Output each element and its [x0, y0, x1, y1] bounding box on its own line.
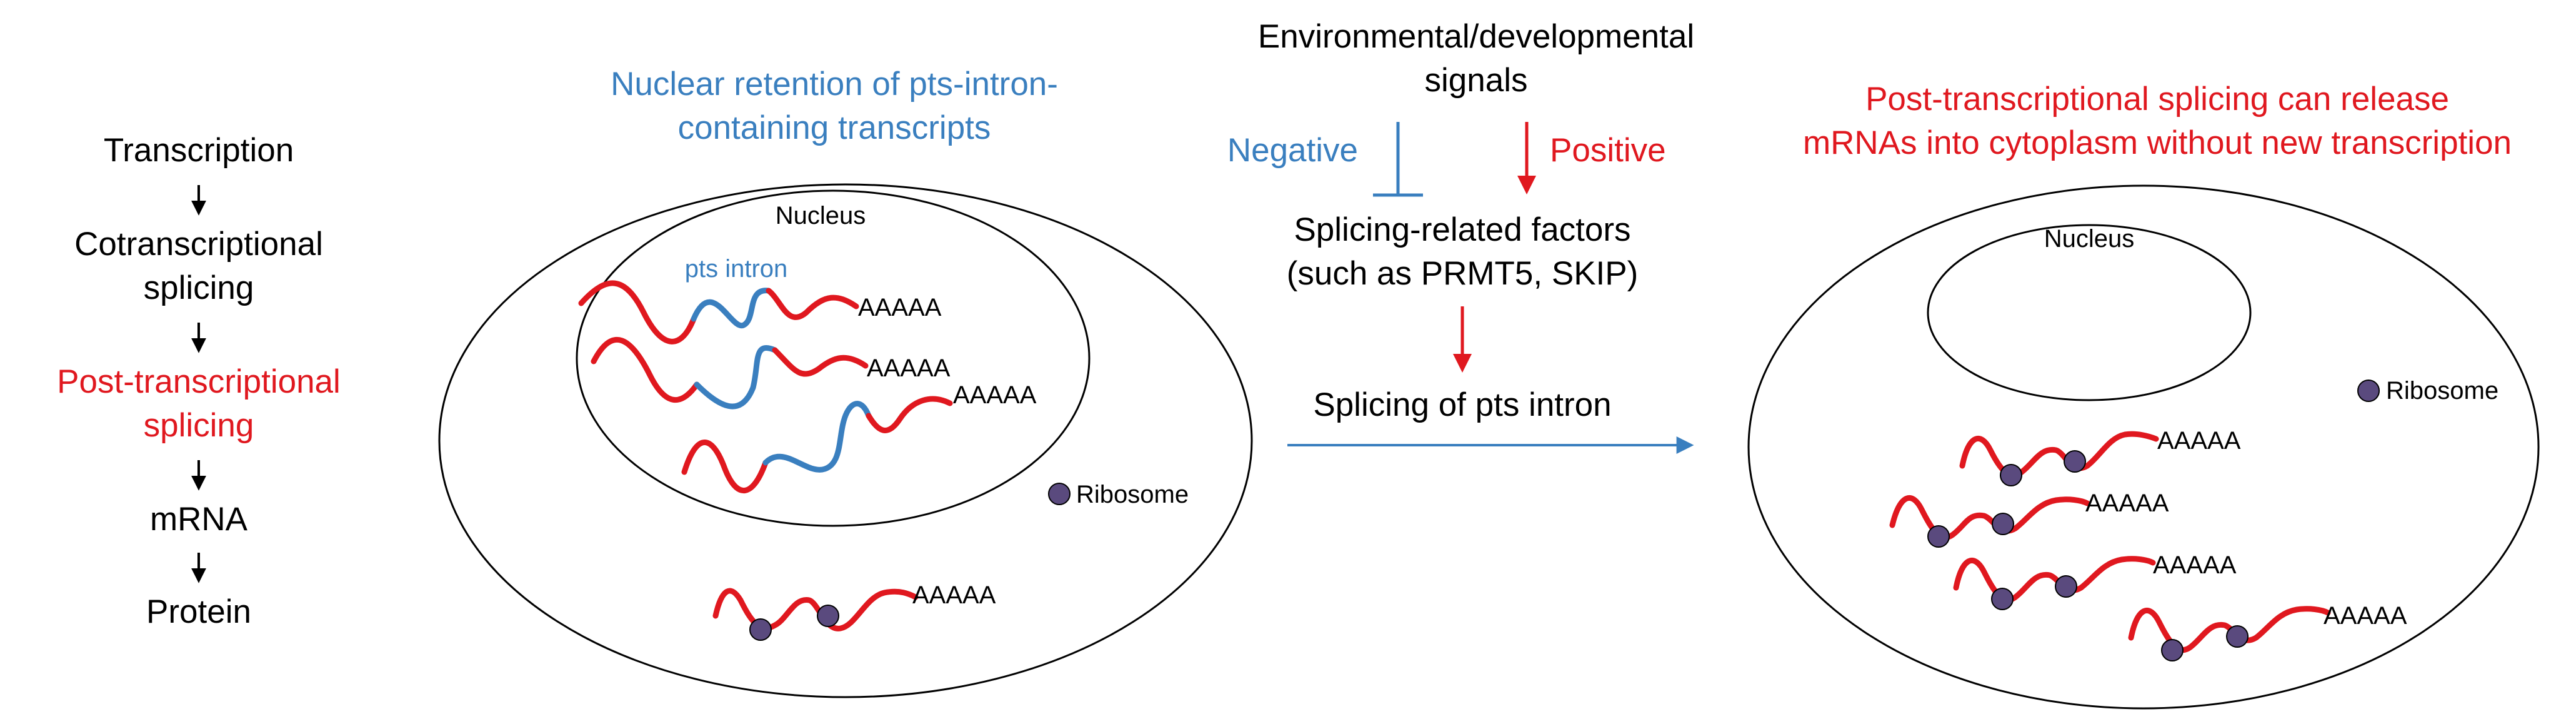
ribosome-legend-dot [1048, 483, 1071, 505]
released-mrna: AAAAA [1889, 490, 2169, 548]
polya-tail: AAAAA [953, 381, 1037, 409]
positive-label: Positive [1550, 132, 1666, 169]
ribosome [1991, 588, 2014, 610]
retained-transcript: AAAAA [591, 337, 951, 410]
ribosome-legend-dot [2357, 380, 2380, 402]
factors-label-line2: (such as PRMT5, SKIP) [1287, 255, 1639, 292]
step-post-transcriptional-splicing-line1: Post-transcriptional [57, 363, 341, 400]
released-mrna: AAAAA [1959, 427, 2241, 486]
ribosome [2000, 464, 2022, 486]
right-cell-title-line1: Post-transcriptional splicing can releas… [1865, 81, 2449, 118]
ribosome [2226, 625, 2249, 648]
left-nucleus [576, 189, 1091, 527]
step-protein: Protein [146, 593, 251, 630]
left-cell-membrane [438, 183, 1253, 698]
left-nucleus-label: Nucleus [776, 202, 866, 229]
ribosome [2055, 575, 2077, 598]
ribosome-label: Ribosome [2386, 377, 2499, 405]
right-nucleus [1927, 224, 2252, 401]
left-cell: Nuclear retention of pts-intron- contain… [438, 66, 1253, 698]
polya-tail: AAAAA [2085, 490, 2169, 517]
step-post-transcriptional-splicing-line2: splicing [144, 407, 254, 444]
polya-tail: AAAAA [2157, 427, 2241, 455]
pathway: Transcription Cotranscriptional splicing… [57, 132, 341, 630]
factors-label-line1: Splicing-related factors [1294, 211, 1630, 248]
right-cell: Post-transcriptional splicing can releas… [1747, 81, 2540, 710]
left-cell-title-line2: containing transcripts [678, 109, 991, 146]
right-nucleus-label: Nucleus [2044, 225, 2135, 253]
ribosome [749, 618, 772, 641]
negative-label: Negative [1227, 132, 1358, 169]
retained-transcript: AAAAA [578, 280, 942, 344]
left-cell-title-line1: Nuclear retention of pts-intron- [611, 66, 1058, 103]
step-mrna: mRNA [150, 501, 248, 538]
released-mrna: AAAAA [2128, 602, 2407, 661]
signals-label-line2: signals [1425, 62, 1528, 99]
ribosome [1992, 513, 2014, 535]
splicing-label: Splicing of pts intron [1313, 386, 1611, 423]
polya-tail: AAAAA [2153, 551, 2237, 579]
ribosome [2161, 639, 2184, 661]
ribosome [2064, 450, 2086, 473]
polya-tail: AAAAA [858, 294, 942, 321]
signals-label-line1: Environmental/developmental [1258, 18, 1694, 55]
step-transcription: Transcription [104, 132, 294, 169]
step-cotranscriptional-splicing-line1: Cotranscriptional [74, 226, 323, 263]
right-cell-membrane [1747, 184, 2540, 710]
released-mrna: AAAAA [1953, 551, 2237, 610]
polya-tail: AAAAA [867, 354, 951, 382]
signal-cascade: Environmental/developmental signals Nega… [1227, 18, 1694, 454]
polya-tail: AAAAA [912, 581, 996, 609]
ribosome-label: Ribosome [1076, 481, 1189, 508]
retained-transcript: AAAAA [681, 381, 1037, 493]
right-cell-title-line2: mRNAs into cytoplasm without new transcr… [1803, 124, 2512, 161]
step-cotranscriptional-splicing-line2: splicing [144, 269, 254, 306]
pts-intron-label: pts intron [685, 255, 788, 283]
ribosome [817, 605, 839, 627]
polya-tail: AAAAA [2324, 602, 2407, 630]
cytoplasmic-mrna: AAAAA [712, 581, 996, 641]
ribosome [1927, 525, 1950, 548]
